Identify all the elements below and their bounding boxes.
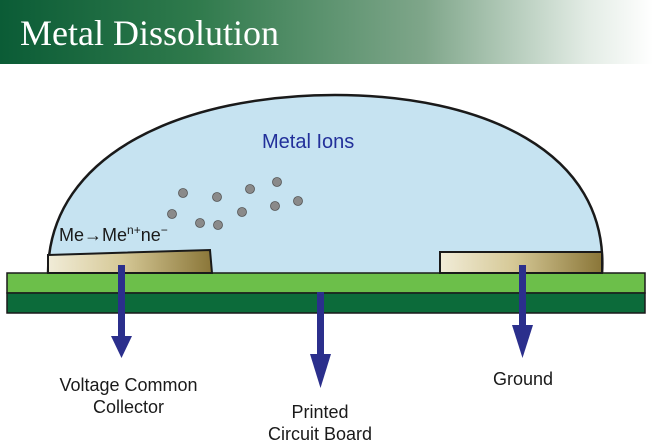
ion <box>293 196 303 206</box>
ion <box>195 218 205 228</box>
ground-label: Ground <box>492 369 554 389</box>
ion <box>245 184 255 194</box>
arrow-ground <box>512 265 533 358</box>
circuit-board-label-line2: Circuit Board <box>267 424 373 444</box>
reaction-reactant: Me <box>59 225 85 245</box>
ion <box>270 201 280 211</box>
ion <box>237 207 247 217</box>
metal-ions-label: Metal Ions <box>262 131 355 153</box>
page-title: Metal Dissolution <box>20 13 279 53</box>
reaction-product: Me <box>102 225 128 245</box>
reaction-electrons: ne <box>140 225 161 245</box>
reaction-charge: n+ <box>127 223 141 237</box>
ion <box>272 177 282 187</box>
ion <box>212 192 222 202</box>
metal-ion-particles <box>167 177 303 230</box>
dissolution-reaction: Me→Men+ne− <box>59 223 168 246</box>
arrow-circuit-board <box>310 292 331 388</box>
circuit-board-bottom-layer <box>6 292 646 314</box>
reaction-arrow: → <box>84 225 103 245</box>
voltage-collector-label-line1: Voltage Common <box>59 375 198 395</box>
arrow-voltage-collector <box>111 265 132 358</box>
circuit-board-top-layer <box>6 272 646 294</box>
ion <box>213 220 223 230</box>
right-electrode <box>439 251 603 274</box>
reaction-electron-sign: − <box>160 223 168 237</box>
voltage-collector-label-line2: Collector <box>92 397 165 417</box>
circuit-board-label: Printed Circuit Board <box>250 401 390 445</box>
left-electrode <box>47 248 214 274</box>
ion <box>167 209 177 219</box>
ion <box>178 188 188 198</box>
voltage-collector-label: Voltage Common Collector <box>36 374 221 418</box>
electrolyte-droplet <box>46 93 604 276</box>
circuit-board-label-line1: Printed <box>291 402 349 422</box>
title-banner: Metal Dissolution <box>0 0 653 64</box>
